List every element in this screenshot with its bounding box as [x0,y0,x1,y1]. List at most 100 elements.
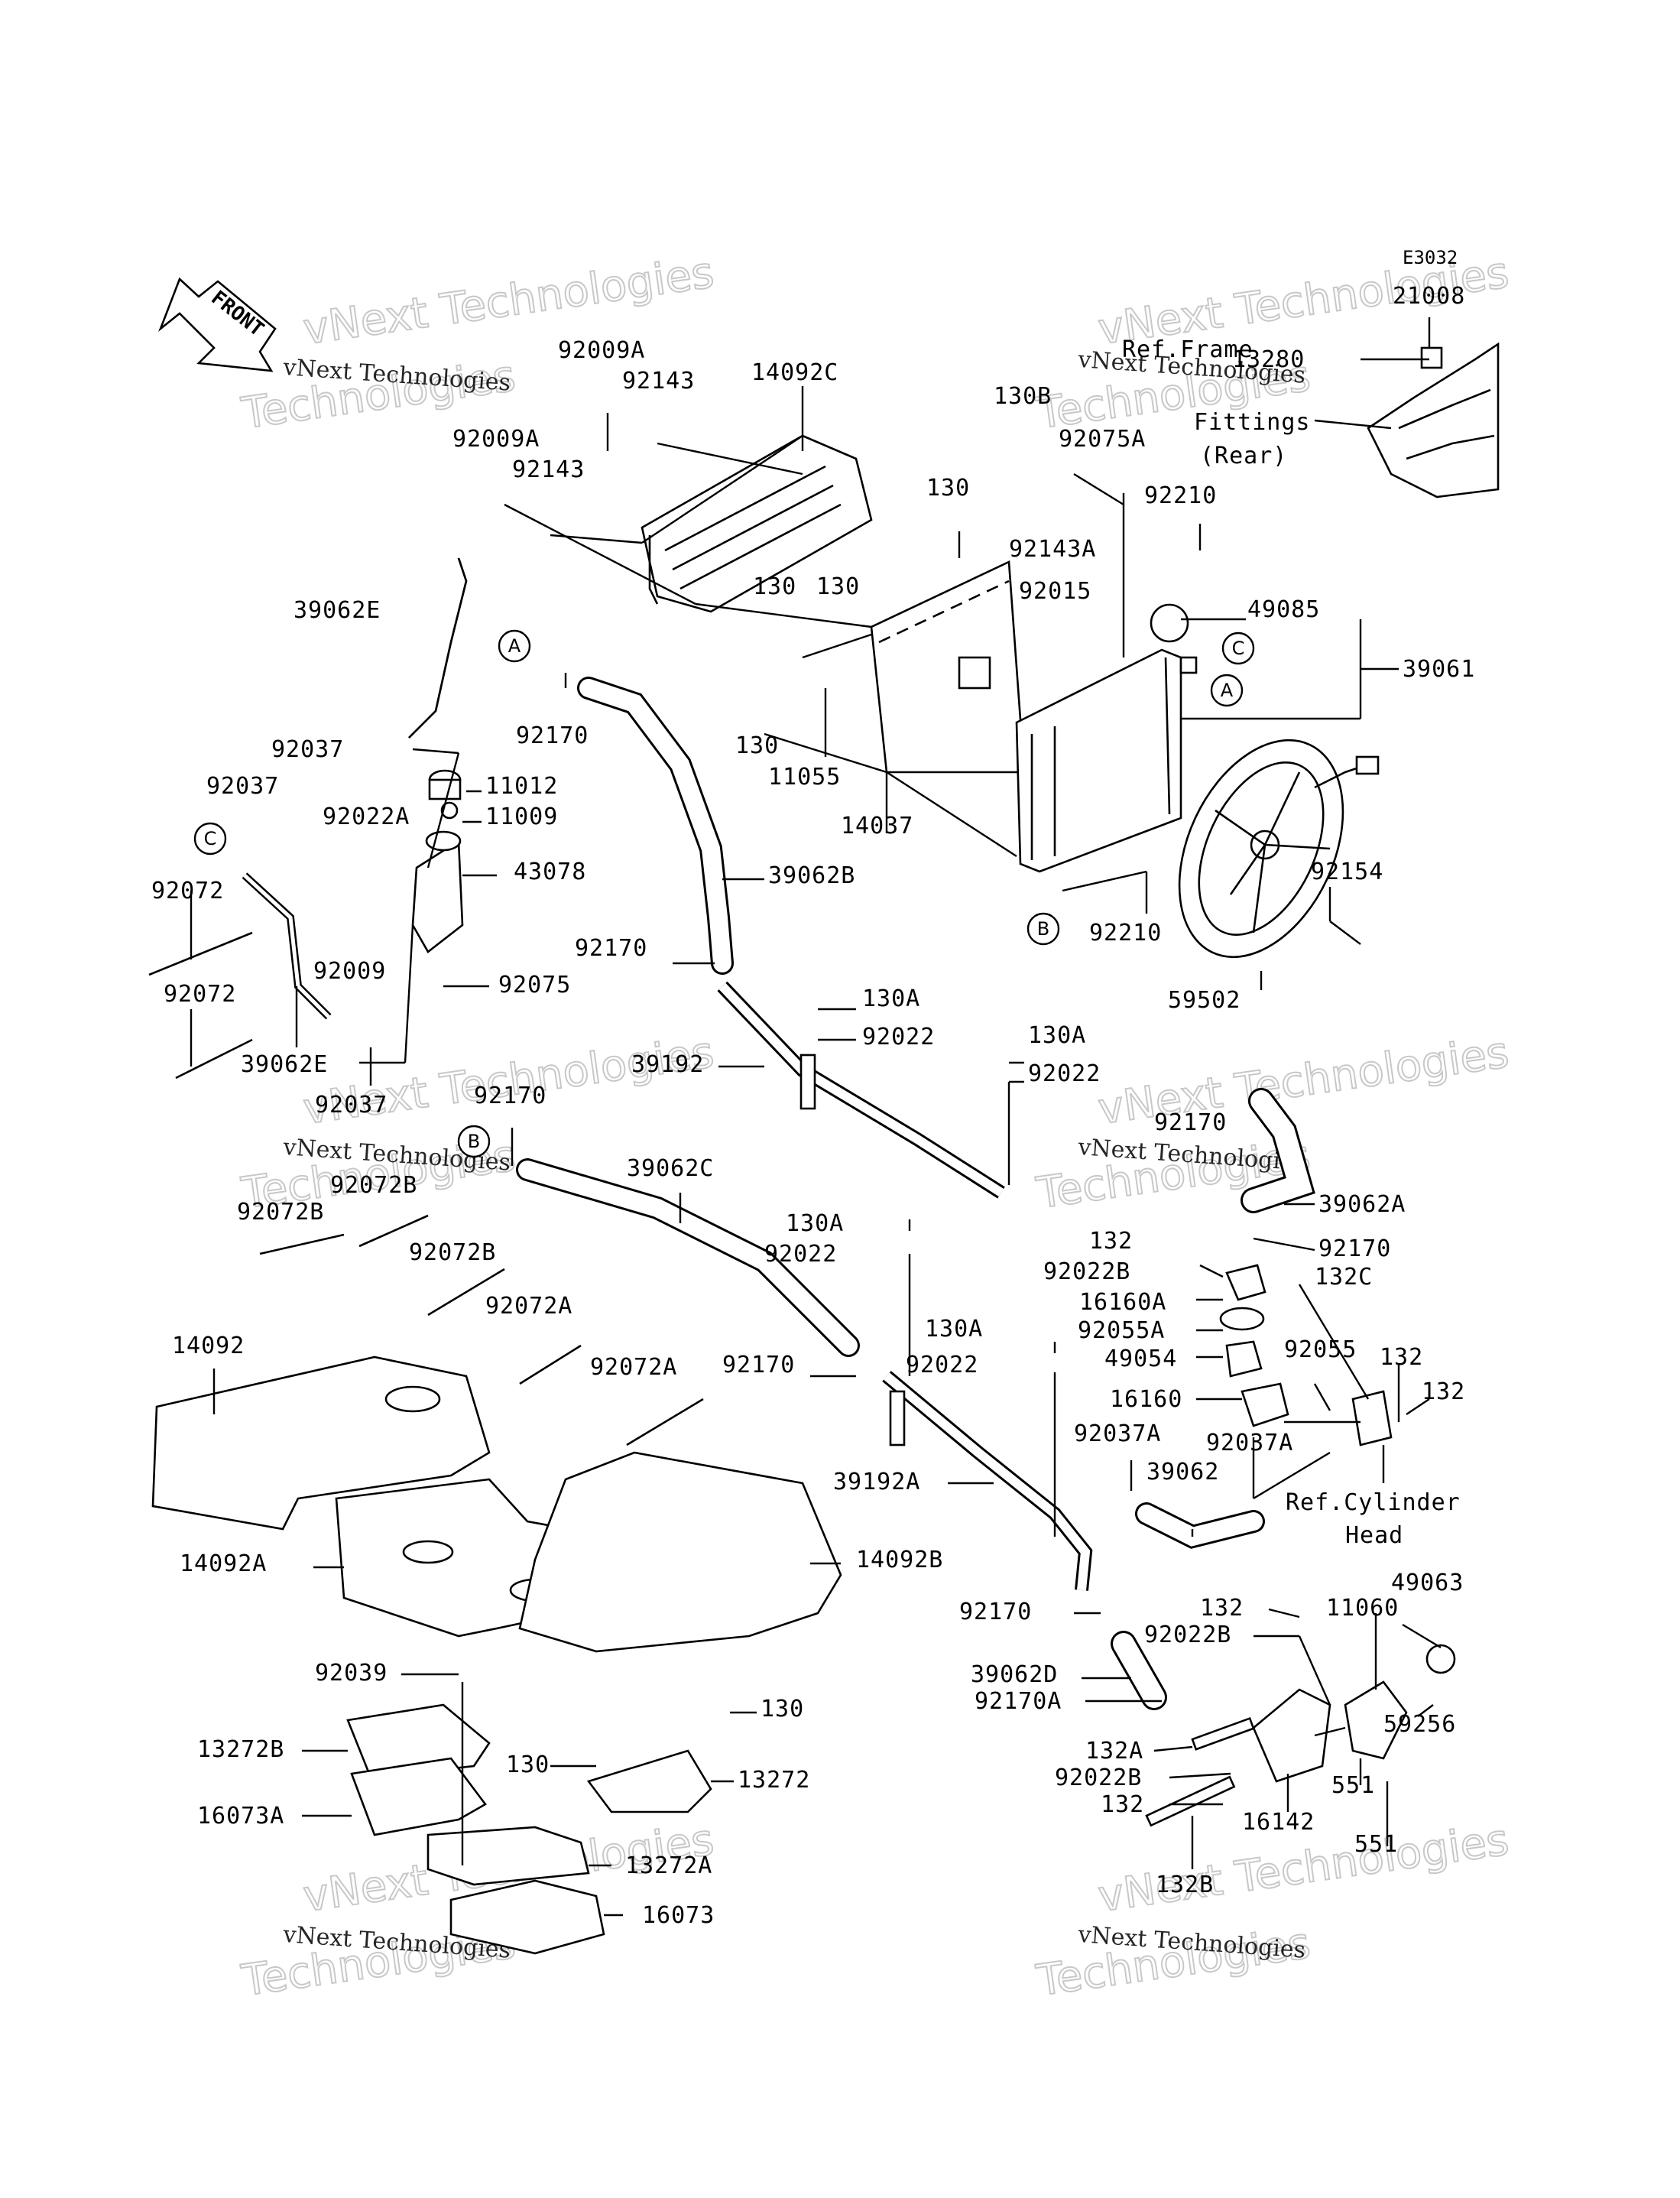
part-label[interactable]: 16073 [642,1902,715,1929]
part-label[interactable]: 16160 [1110,1386,1182,1413]
part-label[interactable]: 92009 [313,958,386,985]
part-label[interactable]: 130A [1028,1022,1086,1049]
part-label[interactable]: 39062E [241,1051,328,1078]
part-label[interactable]: 551 [1331,1772,1375,1799]
part-label[interactable]: 132C [1315,1264,1373,1291]
part-label[interactable]: 92170 [474,1083,546,1109]
part-label[interactable]: 132 [1380,1344,1423,1371]
part-label[interactable]: 92022 [906,1352,978,1378]
part-label[interactable]: 92075 [498,972,571,998]
part-label[interactable]: 49085 [1247,596,1320,623]
coolant-reservoir-part [411,769,464,953]
part-label[interactable]: 92170 [959,1599,1032,1625]
part-label[interactable]: 92072B [237,1199,324,1226]
part-label[interactable]: 130A [925,1316,983,1343]
part-label[interactable]: 130 [506,1752,550,1778]
part-label[interactable]: 92022B [1055,1765,1142,1791]
part-label[interactable]: 39062B [768,862,855,889]
part-label[interactable]: 92037 [206,773,279,800]
part-label[interactable]: 14092A [180,1550,267,1577]
part-label[interactable]: 92072A [590,1354,677,1381]
part-label[interactable]: 92143A [1009,536,1096,563]
part-label[interactable]: 132 [1101,1791,1144,1818]
part-label[interactable]: 92075A [1059,426,1146,453]
part-label[interactable]: 39062E [294,597,381,624]
part-label[interactable]: 92022B [1144,1622,1231,1648]
part-label[interactable]: 16073A [197,1803,284,1830]
part-label[interactable]: 132B [1156,1872,1214,1898]
part-label[interactable]: 92009A [558,337,645,364]
part-label[interactable]: 43078 [514,859,586,885]
part-label[interactable]: 11055 [768,764,841,791]
part-label[interactable]: 92009A [452,426,540,453]
part-label[interactable]: 92055A [1078,1317,1165,1344]
part-label[interactable]: 16160A [1079,1289,1166,1316]
part-label[interactable]: 11012 [485,773,558,800]
part-label[interactable]: 92210 [1089,920,1162,946]
part-label[interactable]: 92170A [975,1688,1062,1715]
part-label[interactable]: 92039 [315,1660,388,1687]
part-label[interactable]: 130 [926,475,970,502]
part-label[interactable]: 92022A [323,804,410,830]
part-label[interactable]: 92022B [1043,1258,1130,1285]
part-label[interactable]: 130A [862,985,920,1012]
part-label[interactable]: 39062D [971,1661,1058,1688]
part-label[interactable]: 92170 [1154,1109,1227,1136]
part-label[interactable]: 59502 [1168,987,1241,1014]
part-label[interactable]: 11009 [485,804,558,830]
part-label[interactable]: 92143 [512,456,585,483]
part-label[interactable]: 59256 [1383,1711,1456,1738]
part-label[interactable]: 14092 [172,1333,245,1359]
part-label[interactable]: 92072 [151,878,224,904]
part-label[interactable]: 132 [1089,1228,1133,1255]
part-label[interactable]: 39192A [833,1469,920,1495]
part-label[interactable]: 92022 [1028,1060,1101,1087]
part-label[interactable]: 130B [994,383,1052,410]
part-label[interactable]: 39061 [1403,656,1475,683]
part-label[interactable]: 21008 [1393,283,1465,310]
part-label[interactable]: 92037A [1074,1420,1161,1447]
part-label[interactable]: 132A [1085,1738,1143,1765]
part-label[interactable]: 130 [761,1696,804,1722]
part-label[interactable]: 16142 [1242,1809,1315,1836]
part-label[interactable]: 130 [816,573,860,600]
part-label[interactable]: 92055 [1284,1336,1357,1363]
part-label[interactable]: 92072B [409,1239,496,1266]
part-label[interactable]: 130 [753,573,796,600]
part-label[interactable]: 132 [1422,1378,1465,1405]
part-label[interactable]: 92072 [164,981,236,1008]
part-label[interactable]: 92170 [722,1352,795,1378]
part-label[interactable]: 92210 [1144,482,1217,509]
part-label[interactable]: 92037 [271,736,344,763]
part-label[interactable]: 132 [1200,1595,1244,1622]
part-label[interactable]: 49054 [1104,1346,1177,1372]
part-label[interactable]: 551 [1354,1831,1398,1858]
part-label[interactable]: 130A [786,1210,844,1237]
part-label[interactable]: 13272A [625,1852,712,1879]
part-label[interactable]: 14037 [841,813,913,839]
part-label[interactable]: 39062 [1146,1459,1219,1485]
part-label[interactable]: 13272 [738,1767,810,1794]
part-label[interactable]: 13280 [1232,346,1305,373]
part-label[interactable]: 92170 [1318,1235,1391,1262]
part-label[interactable]: 92154 [1311,859,1383,885]
part-label[interactable]: 39062C [627,1155,714,1182]
part-label[interactable]: 39062A [1318,1191,1406,1218]
part-label[interactable]: 92072A [485,1293,572,1320]
part-label[interactable]: 92143 [622,368,695,394]
part-label[interactable]: 92022 [764,1241,837,1268]
part-label[interactable]: 92072B [330,1172,417,1199]
part-label[interactable]: 92015 [1019,578,1091,605]
part-label[interactable]: 49063 [1391,1570,1464,1596]
part-label[interactable]: 92037 [315,1092,388,1118]
part-label[interactable]: 14092B [856,1547,943,1573]
part-label[interactable]: 92037A [1206,1430,1293,1456]
part-label[interactable]: 92170 [516,722,589,749]
part-label[interactable]: 92170 [575,935,647,962]
part-label[interactable]: 39192 [631,1051,704,1078]
part-label[interactable]: 13272B [197,1736,284,1763]
part-label[interactable]: 11060 [1326,1595,1399,1622]
part-label[interactable]: 130 [735,732,779,759]
part-label[interactable]: 14092C [751,359,838,386]
part-label[interactable]: 92022 [862,1024,935,1050]
